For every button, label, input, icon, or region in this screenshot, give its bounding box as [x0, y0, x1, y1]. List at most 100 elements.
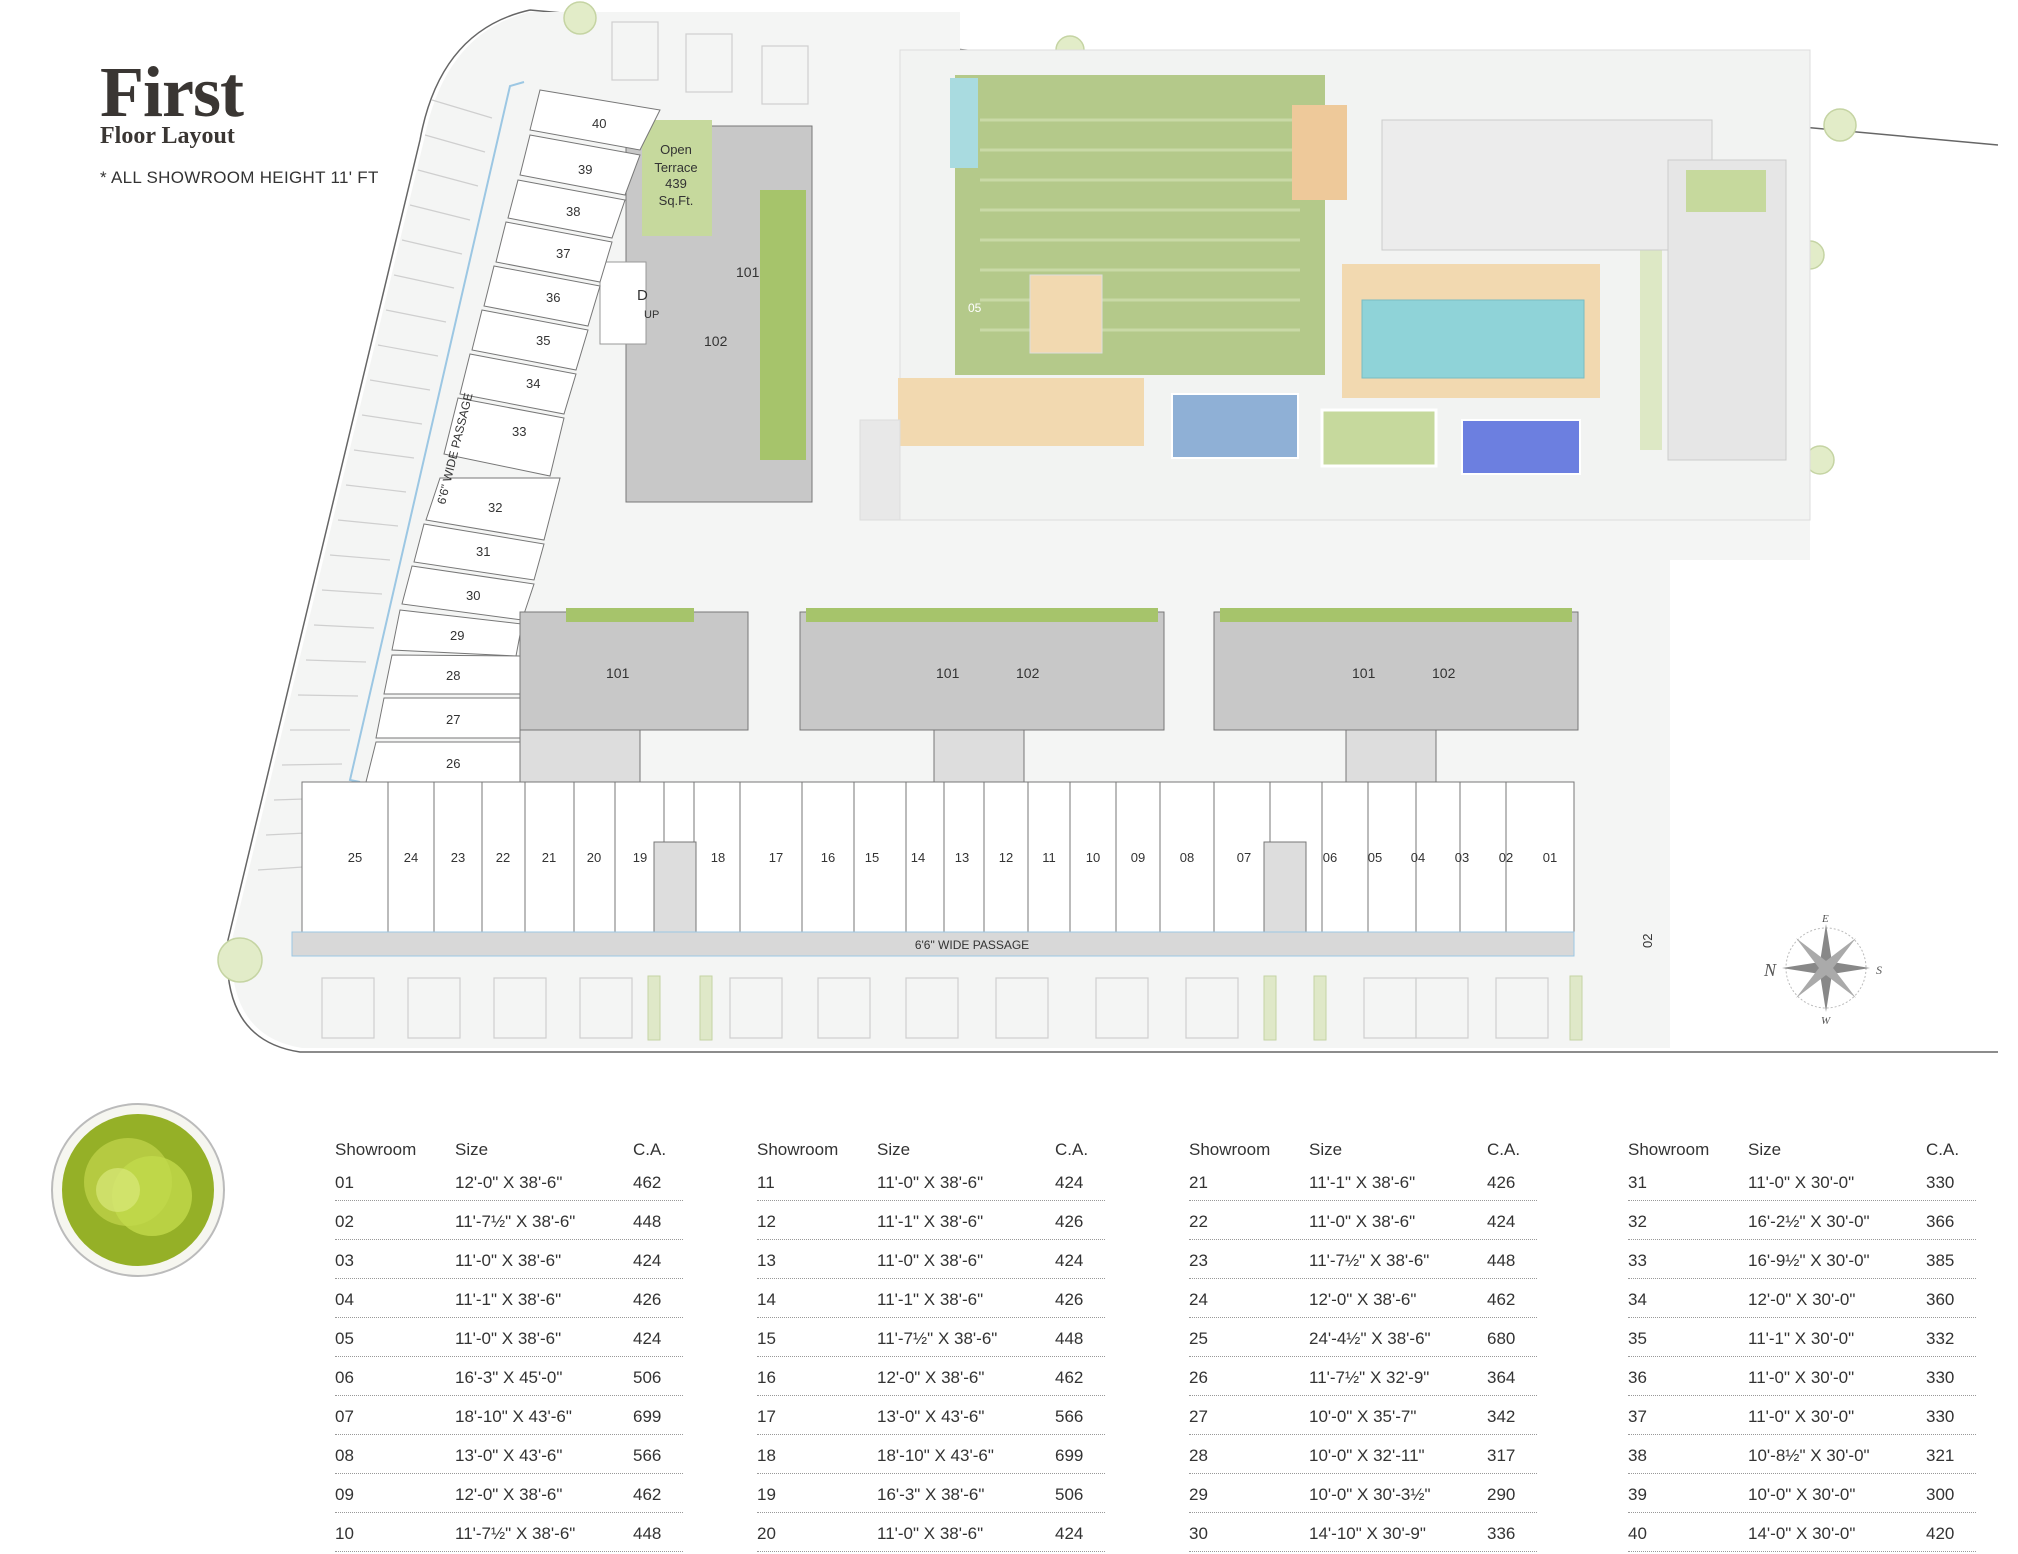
svg-text:36: 36: [546, 290, 560, 305]
gate-label: 02: [1640, 934, 1655, 948]
header-showroom: Showroom: [1628, 1140, 1710, 1159]
carpet-area: 699: [633, 1407, 662, 1426]
showroom-size: 10'-8½" X 30'-0": [1748, 1446, 1870, 1465]
header-size: Size: [1748, 1140, 1782, 1159]
svg-text:S: S: [1876, 963, 1882, 977]
showroom-number: 36: [1628, 1368, 1647, 1387]
showroom-number: 08: [335, 1446, 354, 1465]
carpet-area: 424: [633, 1251, 662, 1270]
showroom-number: 15: [757, 1329, 776, 1348]
showroom-number: 25: [1189, 1329, 1208, 1348]
bottom-shop-label: 19: [633, 850, 647, 865]
lawn-label: 05: [968, 301, 982, 315]
carpet-area: 420: [1926, 1524, 1955, 1543]
bottom-shop-label: 25: [348, 850, 362, 865]
carpet-area: 506: [633, 1368, 662, 1387]
title-block: First Floor Layout: [100, 56, 244, 148]
carpet-area: 330: [1926, 1173, 1955, 1192]
showroom-number: 38: [1628, 1446, 1647, 1465]
table-row: 30 14'-10" X 30'-9" 336: [1189, 1513, 1537, 1552]
carpet-area: 426: [633, 1290, 662, 1309]
showroom-size: 13'-0" X 43'-6": [455, 1446, 563, 1465]
svg-text:W: W: [1821, 1015, 1831, 1027]
showroom-size: 11'-7½" X 38'-6": [877, 1329, 998, 1348]
showroom-size: 12'-0" X 38'-6": [455, 1485, 563, 1504]
bottom-passage-label: 6'6" WIDE PASSAGE: [915, 938, 1029, 952]
svg-text:D: D: [637, 287, 648, 304]
svg-text:26: 26: [446, 756, 460, 771]
compass-icon: N S E W: [1763, 913, 1882, 1027]
stair-cores: [519, 729, 1437, 783]
bottom-shop-label: 15: [865, 850, 879, 865]
showroom-number: 40: [1628, 1524, 1647, 1543]
showroom-number: 18: [757, 1446, 776, 1465]
side-shops: [365, 89, 661, 783]
showroom-size: 11'-1" X 30'-0": [1748, 1329, 1855, 1348]
showroom-number: 33: [1628, 1251, 1647, 1270]
showroom-size: 11'-1" X 38'-6": [877, 1212, 984, 1231]
svg-text:35: 35: [536, 333, 550, 348]
svg-text:31: 31: [476, 544, 490, 559]
header-ca: C.A.: [633, 1140, 667, 1159]
basketball-court: [1171, 393, 1299, 459]
lift-cores: [653, 841, 1307, 933]
bottom-shop-label: 20: [587, 850, 601, 865]
badminton-court: [1461, 419, 1581, 475]
svg-text:102: 102: [1432, 665, 1456, 681]
showroom-number: 31: [1628, 1173, 1647, 1192]
showroom-size: 14'-10" X 30'-9": [1309, 1524, 1426, 1543]
wing-c: 101 C UP: [519, 608, 749, 765]
bottom-shop-label: 21: [542, 850, 556, 865]
svg-text:Sq.Ft.: Sq.Ft.: [659, 193, 694, 208]
carpet-area: 336: [1487, 1524, 1516, 1543]
carpet-area: 566: [633, 1446, 662, 1465]
svg-text:101: 101: [936, 665, 960, 681]
bottom-shop-label: 14: [911, 850, 925, 865]
showroom-size: 11'-0" X 38'-6": [877, 1251, 984, 1270]
showroom-size: 11'-0" X 38'-6": [455, 1329, 562, 1348]
showroom-number: 06: [335, 1368, 354, 1387]
showroom-number: 11: [757, 1173, 775, 1192]
showroom-number: 12: [757, 1212, 776, 1231]
swimming-pool: [1361, 299, 1585, 379]
svg-text:101: 101: [1352, 665, 1376, 681]
carpet-area: 342: [1487, 1407, 1516, 1426]
svg-text:E: E: [1821, 913, 1829, 925]
showroom-number: 30: [1189, 1524, 1208, 1543]
showroom-number: 13: [757, 1251, 776, 1270]
showroom-number: 35: [1628, 1329, 1647, 1348]
bottom-shop-dividers: [387, 782, 1507, 932]
svg-text:UP: UP: [644, 309, 659, 321]
showroom-number: 39: [1628, 1485, 1647, 1504]
bottom-shop-label: 23: [451, 850, 465, 865]
showroom-size: 16'-9½" X 30'-0": [1748, 1251, 1870, 1270]
showroom-number: 37: [1628, 1407, 1647, 1426]
tree-legend-icon: [51, 1103, 225, 1277]
carpet-area: 330: [1926, 1368, 1955, 1387]
showroom-number: 21: [1189, 1173, 1208, 1192]
showroom-size: 11'-7½" X 38'-6": [1309, 1251, 1430, 1270]
lawn: [955, 75, 1325, 375]
svg-text:38: 38: [566, 204, 580, 219]
svg-text:39: 39: [578, 162, 592, 177]
showroom-size: 18'-10" X 43'-6": [455, 1407, 572, 1426]
